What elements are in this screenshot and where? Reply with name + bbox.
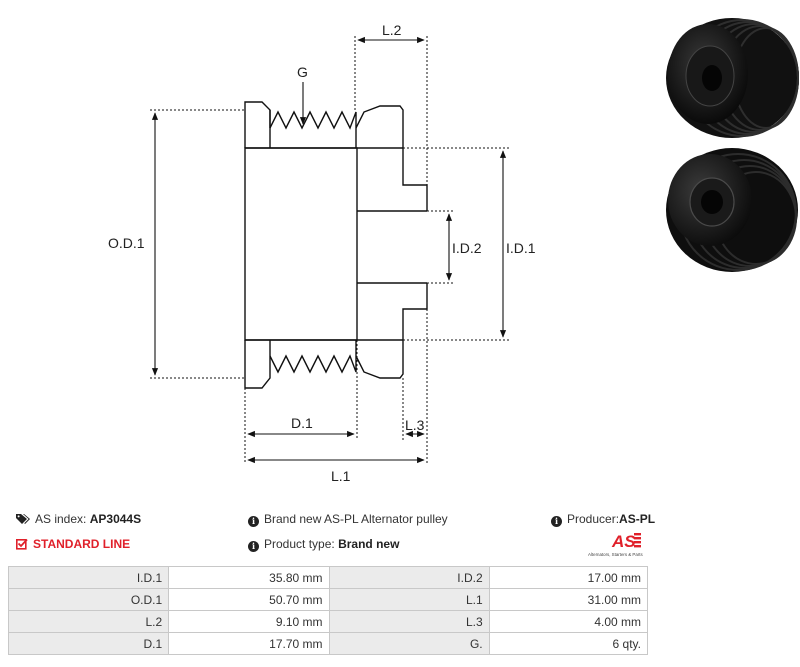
tags-icon (16, 514, 30, 524)
pulley-photo-side (666, 18, 799, 138)
pulley-technical-drawing: L.2 G O.D.1 I.D.2 I.D.1 D.1 L.3 L.1 (108, 22, 536, 484)
as-pl-logo: AS Alternators, Starters & Parts (588, 532, 643, 557)
as-index-label: AS index: (35, 512, 87, 526)
spec-label-cell: I.D.2 (328, 566, 490, 589)
product-type-row: i Product type: Brand new (248, 536, 399, 552)
svg-text:Alternators, Starters & Parts: Alternators, Starters & Parts (588, 552, 643, 557)
spec-label-cell: D.1 (7, 632, 170, 655)
producer-label: Producer: (567, 512, 620, 526)
info-icon: i (248, 516, 259, 527)
dim-label-l2: L.2 (382, 22, 402, 38)
dim-label-id2: I.D.2 (452, 240, 482, 256)
standard-line-row: STANDARD LINE (16, 536, 130, 552)
description-row: i Brand new AS-PL Alternator pulley (248, 511, 448, 527)
check-square-icon (16, 538, 28, 550)
spec-label-cell: O.D.1 (7, 588, 170, 611)
spec-label-cell: I.D.1 (7, 566, 170, 589)
spec-value-cell: 35.80 mm (168, 566, 330, 589)
pulley-photo-front (666, 148, 798, 272)
dim-label-g: G (297, 64, 308, 80)
spec-value-cell: 4.00 mm (488, 610, 649, 633)
producer-row: i Producer:AS-PL (551, 511, 655, 527)
spec-label-cell: L.2 (7, 610, 170, 633)
spec-label-cell: L.3 (328, 610, 490, 633)
dim-label-l3: L.3 (405, 417, 425, 433)
dim-label-od1: O.D.1 (108, 235, 145, 251)
svg-text:AS: AS (611, 532, 636, 551)
spec-value-cell: 17.70 mm (168, 632, 330, 655)
product-type-label: Product type: (264, 537, 335, 551)
spec-value-cell: 31.00 mm (488, 588, 649, 611)
spec-value-cell: 17.00 mm (488, 566, 649, 589)
pulley-outline (244, 101, 428, 389)
standard-line-label: STANDARD LINE (33, 537, 131, 551)
as-index-row: AS index: AP3044S (16, 511, 141, 527)
spec-label-cell: L.1 (328, 588, 490, 611)
spec-label-cell: G. (328, 632, 490, 655)
product-type-value: Brand new (338, 537, 400, 551)
spec-value-cell: 9.10 mm (168, 610, 330, 633)
info-icon: i (248, 541, 259, 552)
dim-label-l1: L.1 (331, 468, 351, 484)
as-index-value: AP3044S (89, 512, 142, 526)
dim-label-d1: D.1 (291, 415, 313, 431)
spec-value-cell: 6 qty. (488, 632, 649, 655)
spec-value-cell: 50.70 mm (168, 588, 330, 611)
description-text: Brand new AS-PL Alternator pulley (264, 512, 448, 526)
producer-value: AS-PL (619, 512, 656, 526)
dim-label-id1: I.D.1 (506, 240, 536, 256)
info-icon: i (551, 516, 562, 527)
